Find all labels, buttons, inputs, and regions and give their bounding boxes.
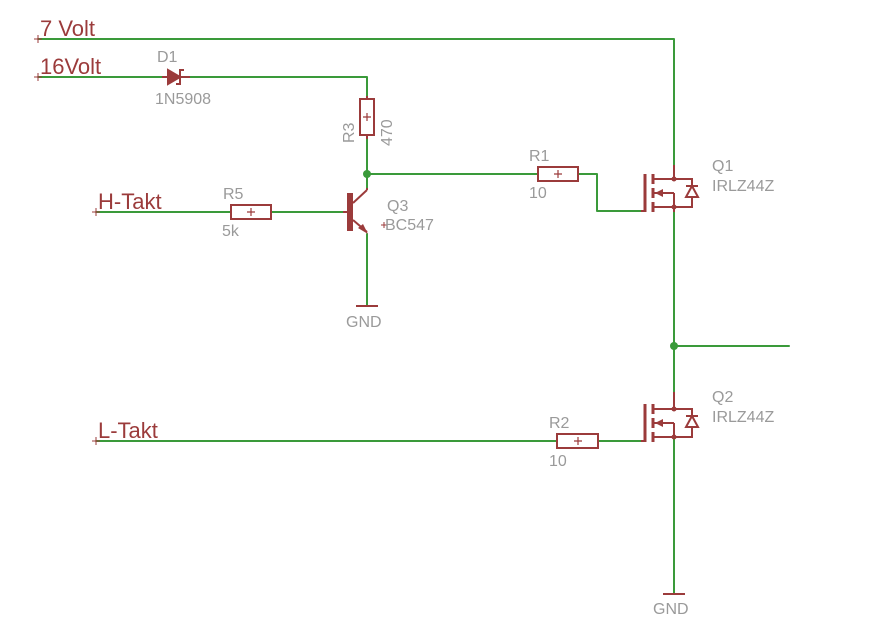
r2-value: 10 — [549, 453, 567, 470]
resistor-r2 — [556, 433, 599, 449]
transistor-q3 — [343, 188, 387, 234]
wire-d1-to-r3 — [189, 76, 368, 97]
r5-name: R5 — [223, 186, 244, 203]
d1-name: D1 — [157, 49, 178, 66]
net-endpoints — [34, 35, 100, 445]
diode-d1 — [162, 68, 190, 86]
d1-value: 1N5908 — [155, 91, 211, 108]
q1-name: Q1 — [712, 158, 733, 175]
net-label-7v: 7 Volt — [40, 16, 95, 41]
mosfet-q2 — [641, 392, 700, 442]
r3-name: R3 — [341, 122, 358, 143]
net-label-16v: 16Volt — [40, 54, 101, 79]
resistor-r5 — [230, 204, 272, 220]
wires — [37, 38, 790, 594]
r1-value: 10 — [529, 185, 547, 202]
resistor-r1 — [537, 166, 579, 182]
q2-value: IRLZ44Z — [712, 409, 774, 426]
wire-7v-rail — [37, 38, 675, 166]
resistor-r3 — [359, 96, 375, 139]
mosfet-q1 — [641, 165, 700, 212]
r2-name: R2 — [549, 415, 570, 432]
gnd-label-q3: GND — [346, 314, 382, 331]
junction-dot — [363, 170, 371, 178]
r3-value: 470 — [379, 119, 396, 146]
net-label-h-takt: H-Takt — [98, 189, 162, 214]
r5-value: 5k — [222, 223, 240, 240]
gnd-label-q2: GND — [653, 601, 689, 618]
q3-name: Q3 — [387, 198, 408, 215]
q2-name: Q2 — [712, 389, 733, 406]
wire-r1-to-q1-gate — [577, 173, 642, 212]
q1-value: IRLZ44Z — [712, 178, 774, 195]
net-label-l-takt: L-Takt — [98, 418, 158, 443]
q3-value: BC547 — [385, 217, 434, 234]
r1-name: R1 — [529, 148, 550, 165]
junction-dot — [670, 342, 678, 350]
